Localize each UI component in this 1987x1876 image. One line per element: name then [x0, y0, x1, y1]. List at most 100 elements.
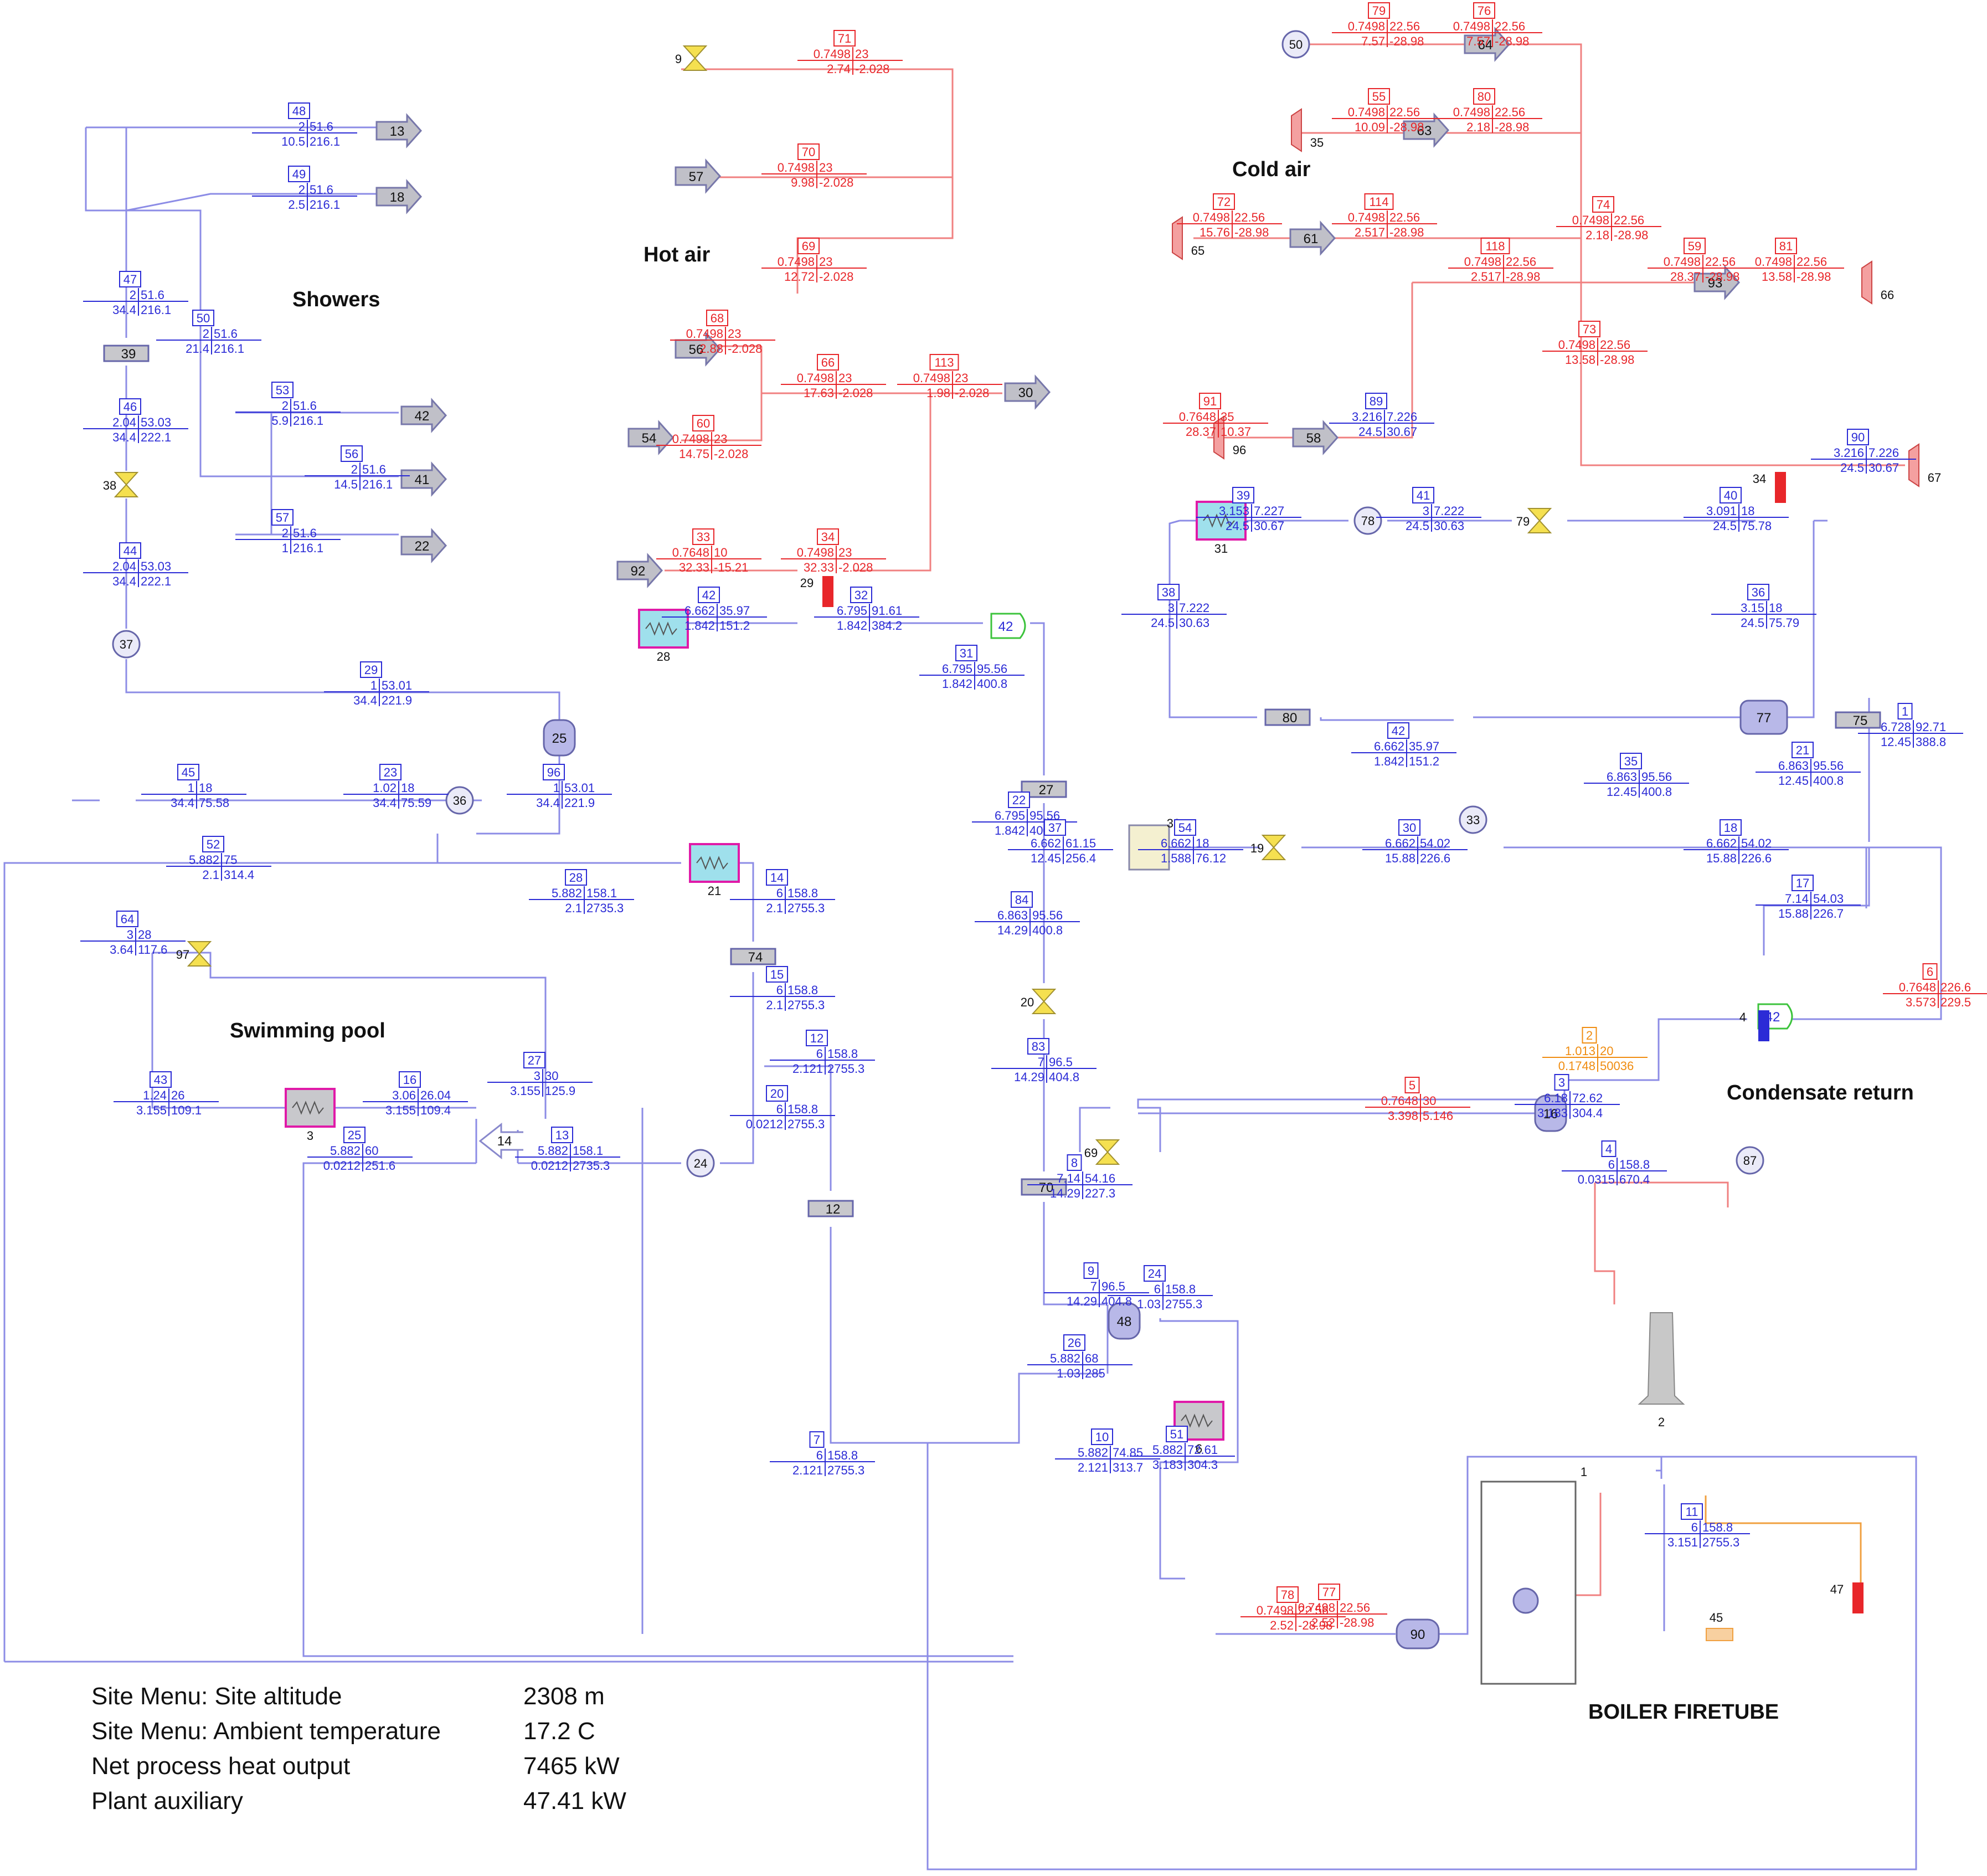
equip-valve-9[interactable]: 9	[675, 45, 708, 71]
equip-valve-38[interactable]: 38	[103, 472, 139, 497]
equip-user-arrow-14[interactable]: 14	[478, 1122, 523, 1160]
equip-deaerator-90[interactable]: 90	[1396, 1618, 1440, 1649]
equip-fan-35[interactable]: 35	[1291, 108, 1324, 152]
equip-sink-13[interactable]: 13	[375, 113, 423, 148]
equip-pipe-75[interactable]: 75	[1835, 711, 1881, 729]
equip-sink-64[interactable]: 64	[1464, 27, 1511, 62]
equip-pump-24[interactable]: 24	[686, 1149, 715, 1178]
equip-hx-21[interactable]: 21	[689, 843, 740, 898]
equip-hx-31[interactable]: 31	[1196, 501, 1247, 556]
equip-fan-65[interactable]: 65	[1172, 216, 1204, 260]
equip-source-47[interactable]: 47	[1830, 1582, 1864, 1613]
equip-fuel-45[interactable]: 45	[1706, 1611, 1733, 1641]
equip-sink-30[interactable]: 30	[1004, 374, 1051, 410]
equip-tank-25[interactable]: 25	[543, 719, 576, 757]
equip-valve-79[interactable]: 79	[1516, 508, 1552, 533]
equip-pump-50[interactable]: 50	[1281, 30, 1310, 59]
equip-valve-20[interactable]: 20	[1021, 989, 1057, 1014]
equip-sink-61[interactable]: 61	[1289, 220, 1336, 256]
equip-pipe-74[interactable]: 74	[730, 948, 776, 965]
equip-fan-67[interactable]: 67	[1908, 443, 1941, 487]
equip-sink-42[interactable]: 42	[400, 398, 447, 433]
equip-sink-54[interactable]: 54	[627, 420, 675, 455]
equip-source-29[interactable]: 29	[800, 576, 833, 607]
equip-pump-36[interactable]: 36	[445, 786, 474, 815]
equip-pipe-70[interactable]: 70	[1021, 1178, 1067, 1196]
equip-sink-56[interactable]: 56	[675, 331, 722, 367]
equip-stack-2[interactable]: 2	[1638, 1312, 1685, 1429]
equip-absorber-32[interactable]: 32	[1128, 816, 1180, 871]
equip-fan-66[interactable]: 66	[1861, 260, 1894, 305]
equip-valve-69[interactable]: 69	[1084, 1139, 1120, 1165]
equip-sink-92[interactable]: 92	[616, 553, 663, 588]
equip-boiler-1[interactable]: 1	[1480, 1465, 1587, 1685]
equip-user-42[interactable]: 42	[990, 613, 1026, 639]
equip-sink-18[interactable]: 18	[375, 179, 423, 214]
equip-sink-22[interactable]: 22	[400, 528, 447, 563]
equip-hx-3[interactable]: 3	[285, 1088, 336, 1143]
